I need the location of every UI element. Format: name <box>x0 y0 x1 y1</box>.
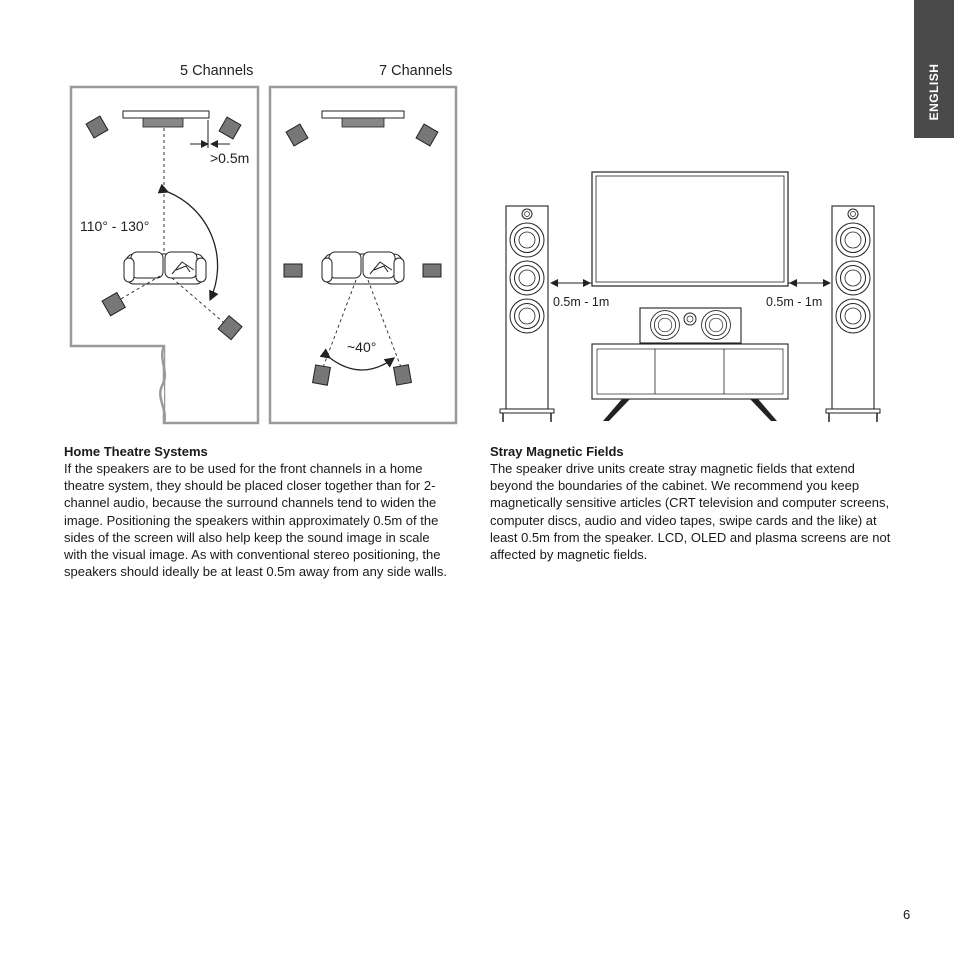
seven-channel-diagram: ~40° <box>268 85 458 425</box>
sofa-icon <box>321 251 405 285</box>
language-tab-label: ENGLISH <box>927 63 941 121</box>
side-right-speaker-icon <box>422 263 442 278</box>
center-speaker-icon <box>639 307 742 344</box>
right-tower-speaker-icon <box>825 205 881 422</box>
home-theatre-section: Home Theatre Systems If the speakers are… <box>64 443 456 580</box>
tv-setup-illustration: 0.5m - 1m 0.5m - 1m <box>499 171 881 422</box>
angle-range-label: 110° - 130° <box>80 218 149 234</box>
room-wall-break <box>159 345 167 424</box>
sofa-icon <box>123 251 207 285</box>
five-channel-diagram: >0.5m 110° - 130° <box>69 85 260 425</box>
five-channels-caption: 5 Channels <box>180 63 254 79</box>
front-left-speaker-icon <box>285 123 309 147</box>
right-gap-label: 0.5m - 1m <box>766 295 822 309</box>
front-right-speaker-icon <box>218 116 242 140</box>
left-tower-speaker-icon <box>499 205 555 422</box>
home-theatre-heading: Home Theatre Systems <box>64 444 208 459</box>
left-gap-label: 0.5m - 1m <box>553 295 609 309</box>
rear-angle-label: ~40° <box>347 339 376 355</box>
room-outline <box>268 85 458 425</box>
rear-angle-arc-arrow <box>319 348 396 371</box>
television-icon <box>591 171 789 287</box>
rear-left-speaker-icon <box>311 364 332 386</box>
home-theatre-body: If the speakers are to be used for the f… <box>64 461 447 580</box>
surround-left-speaker-icon <box>101 291 126 317</box>
angle-arc-arrow <box>157 183 219 302</box>
front-left-speaker-icon <box>85 115 109 139</box>
side-left-speaker-icon <box>283 263 303 278</box>
rear-right-speaker-icon <box>392 364 413 386</box>
seven-channels-caption: 7 Channels <box>379 63 453 79</box>
language-tab: ENGLISH <box>914 0 954 138</box>
page-number: 6 <box>903 907 911 922</box>
stray-fields-body: The speaker drive units create stray mag… <box>490 461 891 563</box>
stray-fields-heading: Stray Magnetic Fields <box>490 444 624 459</box>
front-right-speaker-icon <box>415 123 439 147</box>
screen-icon <box>122 110 210 128</box>
screen-icon <box>321 110 405 128</box>
distance-label: >0.5m <box>210 150 249 166</box>
surround-right-speaker-icon <box>217 315 243 341</box>
stray-fields-section: Stray Magnetic Fields The speaker drive … <box>490 443 895 563</box>
tv-cabinet-icon <box>591 343 789 421</box>
